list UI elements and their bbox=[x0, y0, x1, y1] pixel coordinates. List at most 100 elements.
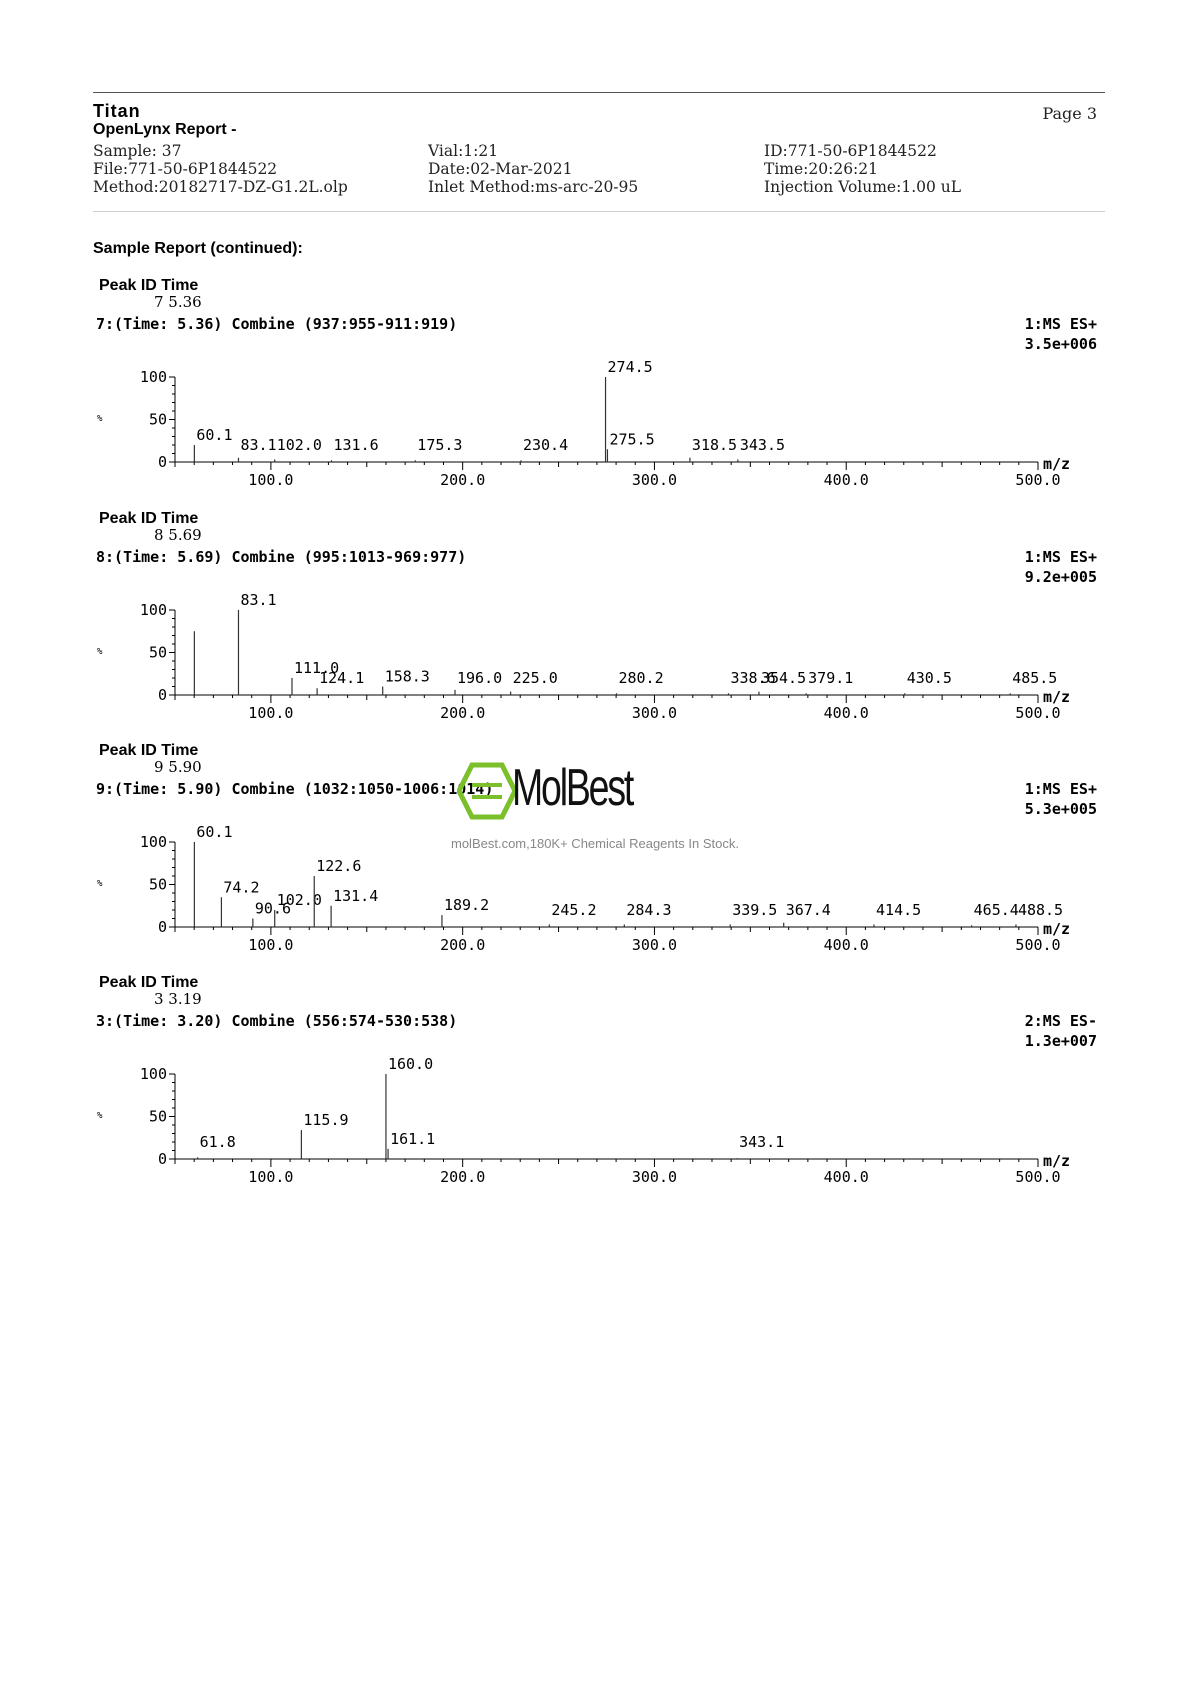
y-tick-label: 50 bbox=[149, 1108, 167, 1126]
peak-label: 74.2 bbox=[223, 878, 259, 896]
page-number: Page 3 bbox=[1042, 104, 1097, 123]
base-peak-intensity: 3.5e+006 bbox=[1025, 335, 1097, 353]
peak-id-time-header: Peak ID Time bbox=[99, 974, 198, 991]
trace-title: 3:(Time: 3.20) Combine (556:574-530:538) bbox=[96, 1012, 457, 1030]
x-tick-label: 200.0 bbox=[440, 704, 485, 722]
peak-label: 115.9 bbox=[303, 1111, 348, 1129]
peak-label: 83.1 bbox=[240, 591, 276, 609]
peak-label: 175.3 bbox=[417, 436, 462, 454]
peak-label: 160.0 bbox=[388, 1055, 433, 1073]
y-tick-label: 100 bbox=[140, 833, 167, 851]
x-tick-label: 200.0 bbox=[440, 936, 485, 954]
x-tick-label: 200.0 bbox=[440, 471, 485, 489]
date-field: Date:02-Mar-2021 bbox=[428, 160, 573, 178]
peak-label: 367.4 bbox=[786, 901, 831, 919]
peak-id-time-header: Peak ID Time bbox=[99, 277, 198, 294]
y-axis-label: % bbox=[97, 647, 103, 657]
peak-label: 83.1 bbox=[240, 436, 276, 454]
peak-label: 318.5 bbox=[692, 436, 737, 454]
x-axis-label: m/z bbox=[1043, 688, 1070, 706]
vial-field: Vial:1:21 bbox=[428, 142, 499, 160]
peak-label: 189.2 bbox=[444, 896, 489, 914]
peak-label: 60.1 bbox=[196, 426, 232, 444]
peak-label: 61.8 bbox=[200, 1133, 236, 1151]
molbest-logo-icon bbox=[457, 762, 517, 820]
inlet-method-field: Inlet Method:ms-arc-20-95 bbox=[428, 178, 639, 196]
peak-label: 102.0 bbox=[277, 891, 322, 909]
y-axis-label: % bbox=[97, 879, 103, 889]
x-tick-label: 100.0 bbox=[248, 1168, 293, 1186]
x-tick-label: 200.0 bbox=[440, 1168, 485, 1186]
y-tick-label: 100 bbox=[140, 601, 167, 619]
base-peak-intensity: 5.3e+005 bbox=[1025, 800, 1097, 818]
peak-label: 111.0 bbox=[294, 659, 339, 677]
ionization-mode: 1:MS ES+ bbox=[1025, 780, 1097, 798]
y-tick-label: 50 bbox=[149, 644, 167, 662]
watermark-tagline: molBest.com,180K+ Chemical Reagents In S… bbox=[451, 836, 739, 851]
peak-id-time-value: 9 5.90 bbox=[154, 758, 202, 776]
x-tick-label: 500.0 bbox=[1015, 471, 1060, 489]
y-tick-label: 0 bbox=[158, 453, 167, 471]
x-tick-label: 300.0 bbox=[632, 1168, 677, 1186]
peak-label: 274.5 bbox=[608, 358, 653, 376]
x-tick-label: 400.0 bbox=[824, 471, 869, 489]
peak-label: 131.4 bbox=[333, 887, 378, 905]
trace-title: 9:(Time: 5.90) Combine (1032:1050-1006:1… bbox=[96, 780, 493, 798]
y-tick-label: 0 bbox=[158, 1150, 167, 1168]
peak-label: 90.6 bbox=[255, 900, 291, 918]
x-tick-label: 500.0 bbox=[1015, 1168, 1060, 1186]
x-tick-label: 100.0 bbox=[248, 936, 293, 954]
peak-label: 122.6 bbox=[316, 857, 361, 875]
peak-label: 225.0 bbox=[513, 669, 558, 687]
x-tick-label: 400.0 bbox=[824, 936, 869, 954]
y-tick-label: 100 bbox=[140, 368, 167, 386]
peak-label: 196.0 bbox=[457, 669, 502, 687]
x-tick-label: 100.0 bbox=[248, 704, 293, 722]
y-axis-label: % bbox=[97, 1111, 103, 1121]
id-field: ID:771-50-6P1844522 bbox=[764, 142, 937, 160]
peak-label: 280.2 bbox=[618, 669, 663, 687]
peak-label: 379.1 bbox=[808, 669, 853, 687]
sample-field: Sample: 37 bbox=[93, 142, 182, 160]
y-tick-label: 0 bbox=[158, 686, 167, 704]
peak-label: 354.5 bbox=[761, 669, 806, 687]
time-field: Time:20:26:21 bbox=[764, 160, 879, 178]
top-rule bbox=[93, 92, 1105, 93]
peak-label: 465.4 bbox=[974, 901, 1019, 919]
x-tick-label: 100.0 bbox=[248, 471, 293, 489]
peak-label: 124.1 bbox=[319, 669, 364, 687]
peak-label: 430.5 bbox=[907, 669, 952, 687]
base-peak-intensity: 9.2e+005 bbox=[1025, 568, 1097, 586]
x-tick-label: 300.0 bbox=[632, 704, 677, 722]
x-tick-label: 300.0 bbox=[632, 936, 677, 954]
trace-title: 8:(Time: 5.69) Combine (995:1013-969:977… bbox=[96, 548, 466, 566]
trace-title: 7:(Time: 5.36) Combine (937:955-911:919) bbox=[96, 315, 457, 333]
x-axis-label: m/z bbox=[1043, 455, 1070, 473]
peak-label: 275.5 bbox=[609, 430, 654, 448]
peak-label: 343.5 bbox=[740, 436, 785, 454]
peak-label: 488.5 bbox=[1018, 901, 1063, 919]
peak-id-time-value: 8 5.69 bbox=[154, 526, 202, 544]
ionization-mode: 1:MS ES+ bbox=[1025, 315, 1097, 333]
y-axis-label: % bbox=[97, 414, 103, 424]
file-field: File:771-50-6P1844522 bbox=[93, 160, 278, 178]
peak-id-time-value: 7 5.36 bbox=[154, 293, 202, 311]
peak-id-time-value: 3 3.19 bbox=[154, 990, 202, 1008]
x-tick-label: 400.0 bbox=[824, 1168, 869, 1186]
y-tick-label: 0 bbox=[158, 918, 167, 936]
peak-label: 338.6 bbox=[730, 669, 775, 687]
peak-label: 245.2 bbox=[551, 901, 596, 919]
x-tick-label: 400.0 bbox=[824, 704, 869, 722]
y-tick-label: 50 bbox=[149, 876, 167, 894]
x-axis-label: m/z bbox=[1043, 920, 1070, 938]
y-tick-label: 100 bbox=[140, 1065, 167, 1083]
peak-label: 284.3 bbox=[626, 901, 671, 919]
ionization-mode: 1:MS ES+ bbox=[1025, 548, 1097, 566]
peak-label: 161.1 bbox=[390, 1130, 435, 1148]
header-divider bbox=[93, 211, 1105, 212]
peak-label: 414.5 bbox=[876, 901, 921, 919]
y-tick-label: 50 bbox=[149, 411, 167, 429]
peak-id-time-header: Peak ID Time bbox=[99, 510, 198, 527]
peak-label: 485.5 bbox=[1012, 669, 1057, 687]
peak-label: 343.1 bbox=[739, 1133, 784, 1151]
